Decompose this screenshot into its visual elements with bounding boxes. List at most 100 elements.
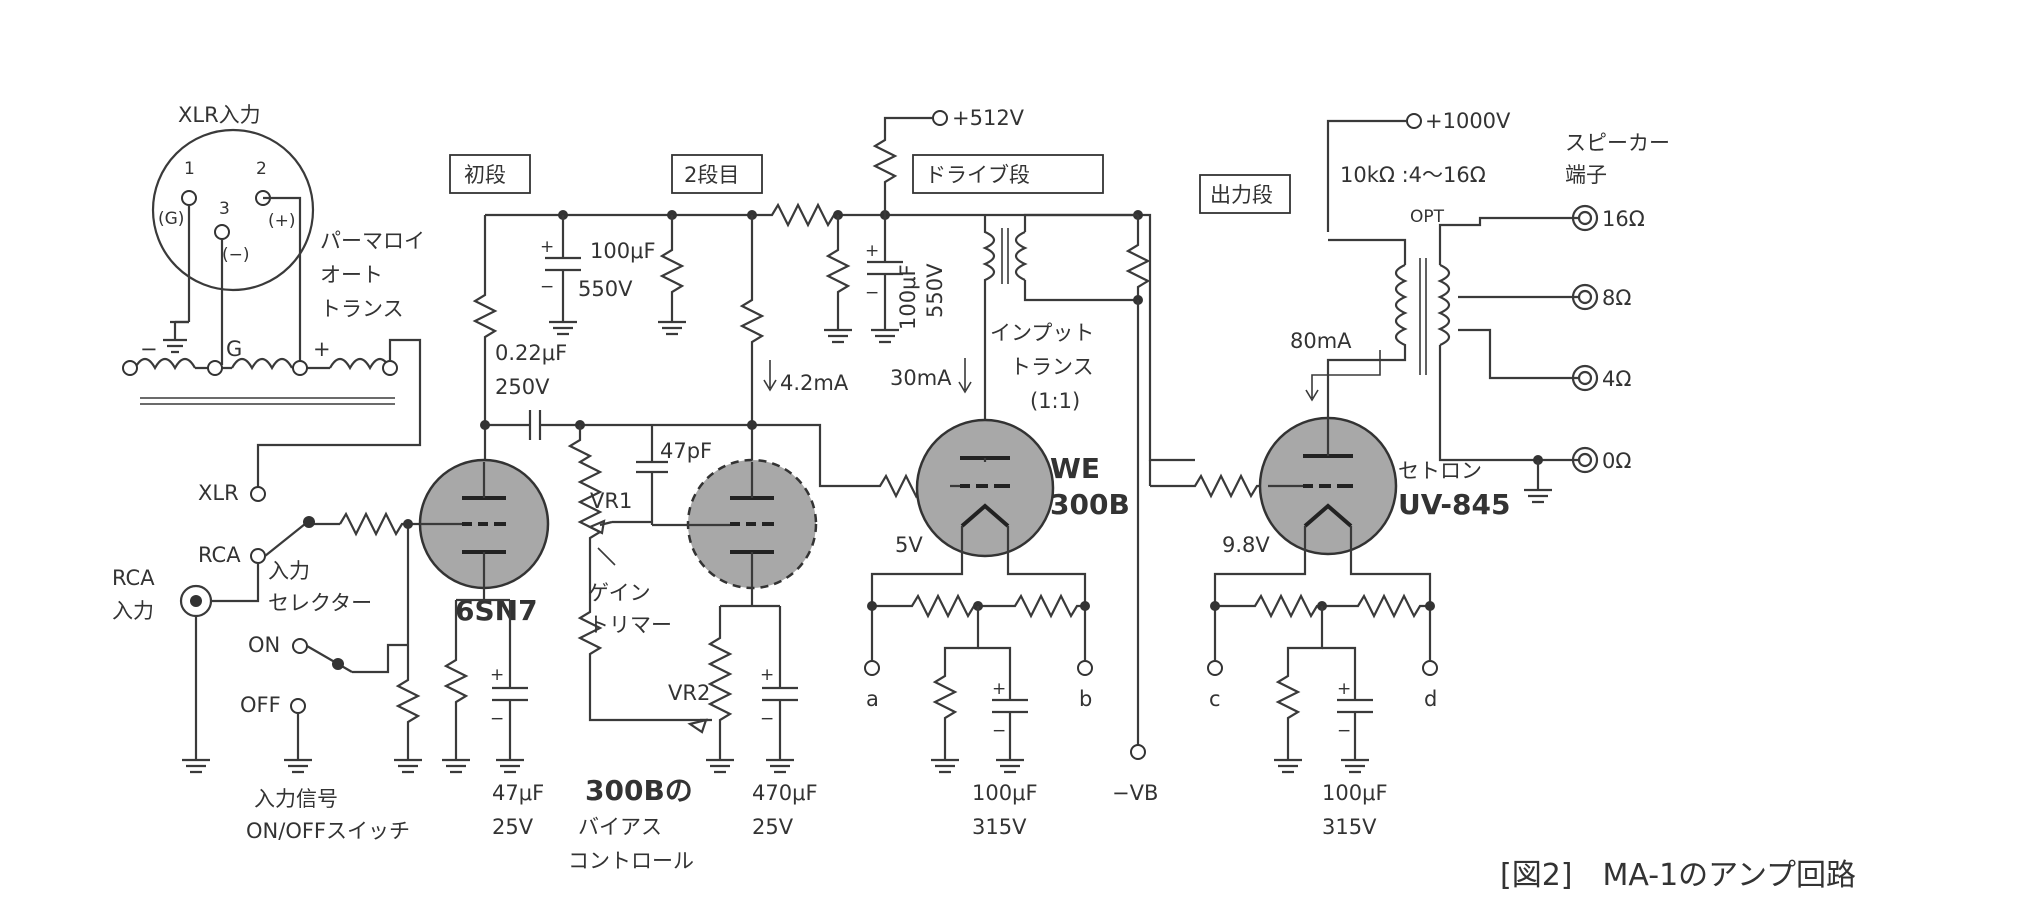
gain-trimmer-label-2: トリマー	[588, 613, 672, 637]
autotrans-label-3: トランス	[320, 297, 404, 321]
i42ma-label: 4.2mA	[780, 371, 849, 395]
vr1-label: VR1	[590, 489, 632, 513]
drive-stage-label: ドライブ段	[925, 163, 1030, 187]
input-trans-label-1: インプット	[990, 321, 1094, 345]
xlr-selector-terminal	[250, 486, 266, 502]
pin1-label: 1	[184, 159, 195, 179]
svg-text:−: −	[760, 709, 774, 729]
terminal-b	[1077, 660, 1093, 676]
svg-text:−: −	[490, 709, 504, 729]
onoff-switch-label-1: 入力信号	[254, 787, 338, 811]
bias-ctrl-label-1: 300Bの	[585, 774, 693, 807]
v98-label: 9.8V	[1222, 533, 1270, 557]
rca-selector-label: RCA	[198, 543, 241, 567]
input-trans-label-3: (1:1)	[1030, 389, 1080, 413]
pin3-sub-label: (−)	[222, 245, 250, 265]
tap0-label: 0Ω	[1602, 449, 1631, 473]
autotransformer	[122, 196, 422, 488]
pin3-label: 3	[219, 199, 230, 219]
stage2-label: 2段目	[684, 163, 739, 187]
c100uf-315-a-label: 100μF	[972, 781, 1038, 805]
v512-label: +512V	[952, 106, 1025, 130]
g-label: G	[226, 337, 242, 361]
input-selector-label-2: セレクター	[268, 591, 372, 615]
xlr-input-label: XLR入力	[178, 103, 261, 127]
bias-ctrl-label-2: バイアス	[578, 815, 662, 839]
off-terminal	[290, 698, 306, 714]
v1000-terminal	[1406, 113, 1422, 129]
tap4-label: 4Ω	[1602, 367, 1631, 391]
terminal-a-label: a	[866, 687, 879, 711]
c100uf-315-b-label: 100μF	[1322, 781, 1388, 805]
tube-uv845	[1258, 372, 1398, 560]
c100uf-label: 100μF	[590, 239, 656, 263]
c47uf-label: 47μF	[492, 781, 544, 805]
output-transformer	[1326, 216, 1578, 504]
c47pf-label: 47pF	[660, 439, 712, 463]
figure-caption: [図2] MA-1のアンプ回路	[1500, 858, 1856, 893]
tube-we300b-label-2: 300B	[1050, 488, 1130, 521]
tap16-label: 16Ω	[1602, 207, 1645, 231]
terminal-d	[1422, 660, 1438, 676]
drive-stage-box	[912, 154, 1104, 194]
terminal-a	[864, 660, 880, 676]
terminal-c-label: c	[1209, 687, 1221, 711]
neg-vb-label: −VB	[1112, 781, 1158, 805]
plus-label: +	[313, 337, 331, 361]
stage1-label: 初段	[464, 163, 506, 187]
terminal-d-label: d	[1424, 687, 1437, 711]
speaker-label-1: スピーカー	[1565, 131, 1670, 155]
svg-text:+: +	[992, 679, 1006, 699]
v512-terminal	[932, 110, 948, 126]
c315v-a-label: 315V	[972, 815, 1027, 839]
svg-text:−: −	[1337, 721, 1351, 741]
c550v-v-label: 550V	[923, 263, 947, 318]
xlr-selector-label: XLR	[198, 481, 239, 505]
tube-we300b	[915, 418, 1055, 560]
svg-text:−: −	[865, 283, 879, 303]
opt-label: OPT	[1410, 207, 1445, 227]
terminal-c	[1207, 660, 1223, 676]
c47uf-v-label: 25V	[492, 815, 534, 839]
stage1-box	[449, 154, 531, 194]
opt-ratio-label: 10kΩ :4〜16Ω	[1340, 163, 1486, 187]
c550v-label: 550V	[578, 277, 633, 301]
onoff-switch-label-2: ON/OFFスイッチ	[246, 819, 410, 843]
i80ma-label: 80mA	[1290, 329, 1352, 353]
svg-text:−: −	[540, 277, 554, 297]
svg-text:+: +	[1337, 679, 1351, 699]
speaker-label-2: 端子	[1565, 163, 1607, 187]
svg-text:+: +	[760, 665, 774, 685]
autotrans-label-2: オート	[320, 263, 383, 287]
input-trans-label-2: トランス	[1010, 355, 1094, 379]
v5v-label: 5V	[895, 533, 923, 557]
tube-uv845-label-1: セトロン	[1398, 459, 1482, 483]
on-terminal	[292, 638, 308, 654]
speaker-terminals	[1571, 204, 1599, 474]
rca-selector-terminal	[250, 548, 266, 564]
output-stage-box	[1199, 174, 1291, 214]
c250v-label: 250V	[495, 375, 550, 399]
tube-we300b-label-1: WE	[1050, 452, 1100, 485]
stage2-box	[671, 154, 763, 194]
output-stage-label: 出力段	[1210, 183, 1273, 207]
neg-vb-terminal	[1130, 744, 1146, 760]
tube-uv845-label-2: UV-845	[1398, 488, 1510, 521]
off-label: OFF	[240, 693, 281, 717]
tap8-label: 8Ω	[1602, 286, 1631, 310]
svg-text:+: +	[540, 237, 554, 257]
rca-input-label-1: RCA	[112, 566, 155, 590]
on-label: ON	[248, 633, 280, 657]
svg-text:+: +	[865, 241, 879, 261]
svg-text:+: +	[490, 665, 504, 685]
pin2-label: 2	[256, 159, 267, 179]
gain-trimmer-label-1: ゲイン	[588, 581, 651, 605]
minus-label: −	[140, 337, 158, 361]
c470uf-v-label: 25V	[752, 815, 794, 839]
bias-ctrl-label-3: コントロール	[568, 849, 694, 873]
tube-6sn7	[418, 458, 550, 600]
pin1-sub-label: (G)	[158, 209, 184, 229]
autotrans-label-1: パーマロイ	[320, 229, 425, 253]
terminal-b-label: b	[1079, 687, 1092, 711]
